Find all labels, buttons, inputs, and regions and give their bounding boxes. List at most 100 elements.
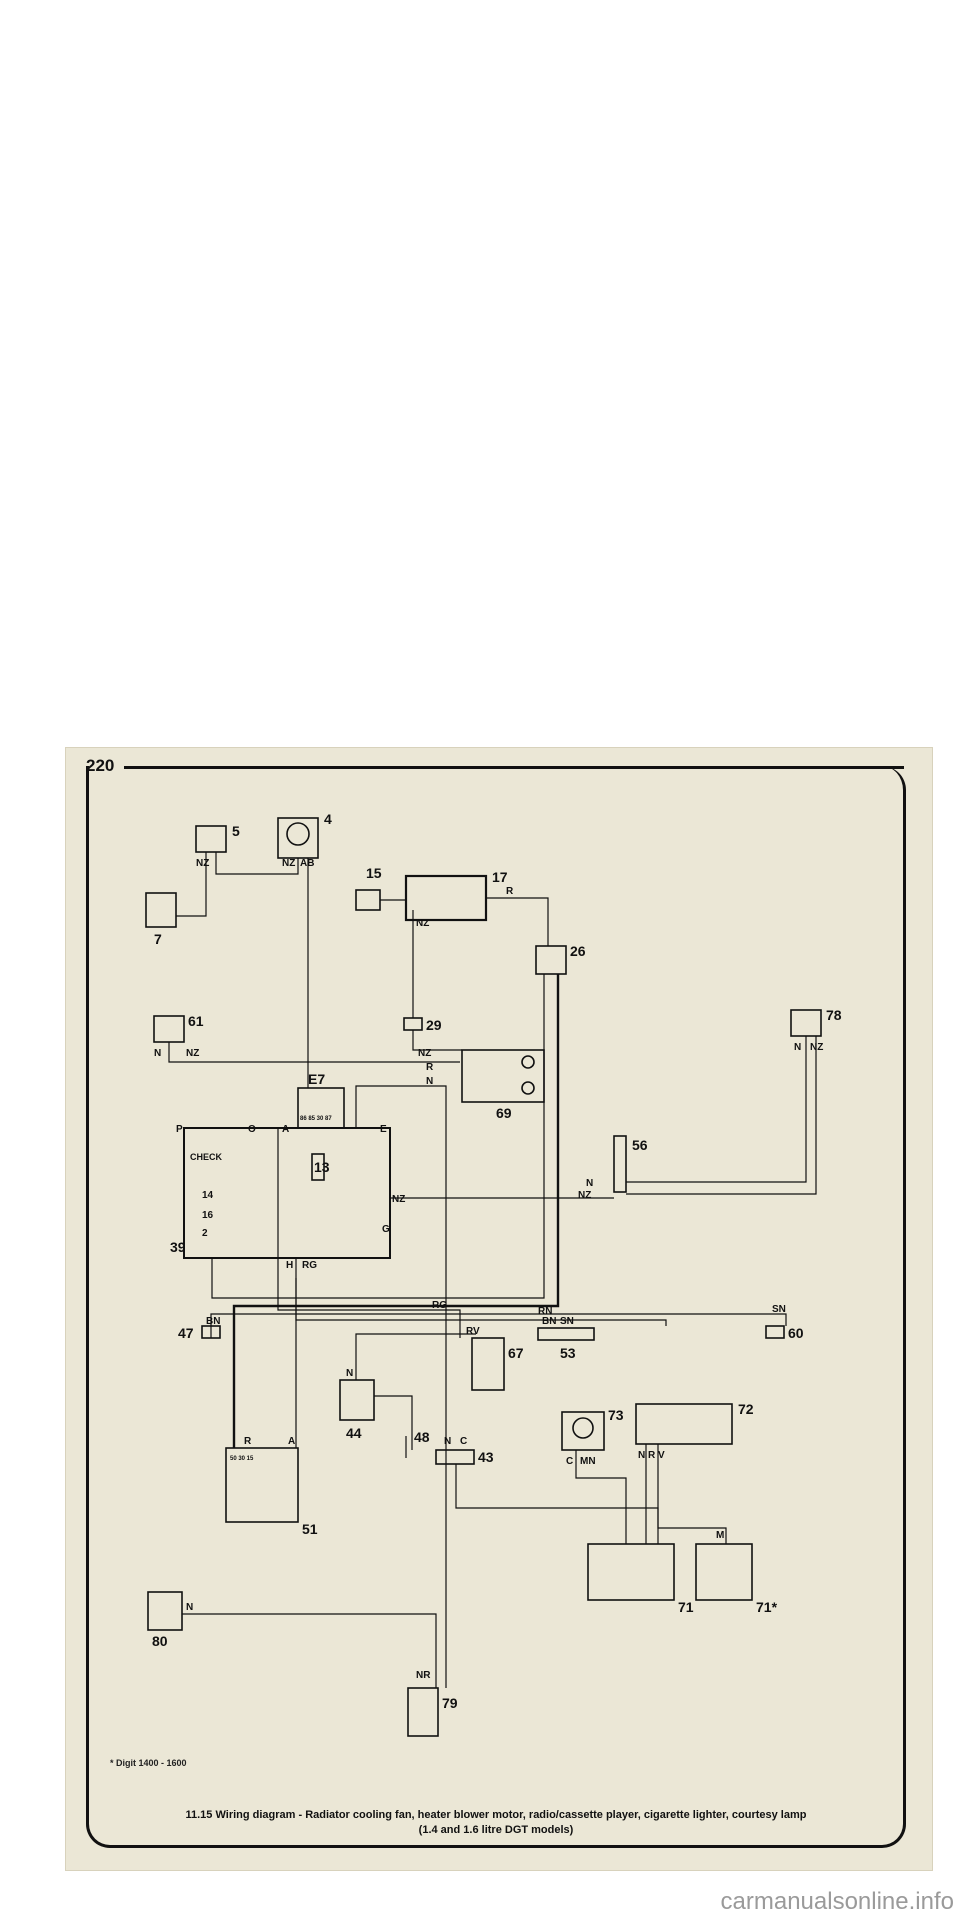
component-label: 44 bbox=[346, 1425, 362, 1441]
caption-line: 11.15 Wiring diagram - Radiator cooling … bbox=[185, 1809, 807, 1821]
wire-label: RN bbox=[538, 1306, 552, 1317]
relay-label: E7 bbox=[308, 1071, 325, 1087]
wire-label: BN bbox=[206, 1316, 220, 1327]
component-label: 5 bbox=[232, 823, 240, 839]
fuse-label: 14 bbox=[202, 1190, 214, 1201]
component-44-box bbox=[339, 1379, 375, 1421]
watermark: carmanualsonline.info bbox=[720, 1888, 954, 1915]
wire-label: M bbox=[716, 1530, 724, 1541]
component-label: 71 bbox=[678, 1599, 694, 1615]
component-69-lamp-icon bbox=[521, 1055, 535, 1069]
component-80-box bbox=[147, 1591, 183, 1631]
component-51-box bbox=[225, 1447, 299, 1523]
wire-label: N bbox=[346, 1368, 353, 1379]
connector-letter: O bbox=[248, 1124, 256, 1135]
component-label: 43 bbox=[478, 1449, 494, 1465]
wire-label: RG bbox=[432, 1300, 447, 1311]
fuse-label: 2 bbox=[202, 1228, 208, 1239]
component-73-motor-icon bbox=[572, 1417, 594, 1439]
wire-label: BN bbox=[542, 1316, 556, 1327]
component-78-box bbox=[790, 1009, 822, 1037]
component-label: 4 bbox=[324, 811, 332, 827]
header-rule bbox=[124, 766, 904, 769]
wiring-diagram: 5 4 7 13 15 17 26 29 39 43 44 47 48 51 5… bbox=[145, 811, 842, 1737]
component-label: 17 bbox=[492, 869, 508, 885]
wire-label: NZ bbox=[416, 918, 429, 929]
component-73-box bbox=[561, 1411, 605, 1451]
caption-line: (1.4 and 1.6 litre DGT models) bbox=[418, 1824, 574, 1836]
wire-label: AB bbox=[300, 858, 314, 869]
wire-label: SN bbox=[560, 1316, 574, 1327]
component-15-box bbox=[355, 889, 381, 911]
component-label: 60 bbox=[788, 1325, 804, 1341]
connector-letter: H bbox=[286, 1260, 293, 1271]
component-label: 48 bbox=[414, 1429, 430, 1445]
component-label: 53 bbox=[560, 1345, 576, 1361]
footnote-text: Digit 1400 - 1600 bbox=[116, 1758, 187, 1768]
component-label: 39 bbox=[170, 1239, 186, 1255]
relay-fuse-labels: E7 86 85 30 87 50 30 15 14 16 2 P O A E … bbox=[176, 1071, 390, 1462]
fuse-label: 16 bbox=[202, 1210, 214, 1221]
component-17-box bbox=[404, 874, 488, 922]
wire-label: N bbox=[426, 1076, 433, 1087]
component-label: 51 bbox=[302, 1521, 318, 1537]
wire-label: NZ bbox=[578, 1190, 591, 1201]
component-56-box bbox=[613, 1135, 627, 1193]
wire-label: C bbox=[566, 1456, 573, 1467]
component-69-lamp-icon bbox=[521, 1081, 535, 1095]
wire-label: V bbox=[658, 1450, 665, 1461]
wire-label: NZ bbox=[282, 858, 295, 869]
diagram-frame bbox=[86, 766, 906, 1848]
component-26-box bbox=[535, 945, 567, 975]
wire-label: N bbox=[154, 1048, 161, 1059]
component-label: 69 bbox=[496, 1105, 512, 1121]
component-label: 72 bbox=[738, 1401, 754, 1417]
component-labels: 5 4 7 13 15 17 26 29 39 43 44 47 48 51 5… bbox=[152, 811, 842, 1711]
wire-harness bbox=[168, 852, 817, 1688]
component-label: 56 bbox=[632, 1137, 648, 1153]
component-label: 73 bbox=[608, 1407, 624, 1423]
component-60-box bbox=[765, 1325, 785, 1339]
component-39-box bbox=[183, 1127, 391, 1259]
component-label: 47 bbox=[178, 1325, 194, 1341]
wire-label: R bbox=[506, 886, 514, 897]
scanned-manual-page: 220 bbox=[66, 748, 932, 1870]
component-label: 29 bbox=[426, 1017, 442, 1033]
wire-label: SN bbox=[772, 1304, 786, 1315]
component-61-box bbox=[153, 1015, 185, 1043]
wire-label: RV bbox=[466, 1326, 480, 1337]
wire-label: N bbox=[638, 1450, 645, 1461]
wire-label: R bbox=[426, 1062, 434, 1073]
component-4-motor-icon bbox=[286, 822, 310, 846]
wire-label: R bbox=[244, 1436, 252, 1447]
component-4-box bbox=[277, 817, 319, 859]
relay-pin-label: 50 30 15 bbox=[230, 1456, 254, 1462]
connector-letter: A bbox=[282, 1124, 289, 1135]
component-label: 13 bbox=[314, 1159, 330, 1175]
component-79-box bbox=[407, 1687, 439, 1737]
wire-label: R bbox=[648, 1450, 656, 1461]
component-67-box bbox=[471, 1337, 505, 1391]
check-label: CHECK bbox=[190, 1152, 223, 1162]
wire-label: N bbox=[186, 1602, 193, 1613]
wire-label: NZ bbox=[418, 1048, 431, 1059]
wire-label: NZ bbox=[196, 858, 209, 869]
wire-label: NR bbox=[416, 1670, 431, 1681]
component-label: 7 bbox=[154, 931, 162, 947]
component-53-box bbox=[537, 1327, 595, 1341]
wire-label: C bbox=[460, 1436, 467, 1447]
wire-color-labels: NZ NZ AB NZ R N NZ N NZ NZ R N NZ N NZ R… bbox=[154, 858, 823, 1681]
wire-label: N bbox=[586, 1178, 593, 1189]
component-71-box bbox=[587, 1543, 675, 1601]
component-5-box bbox=[195, 825, 227, 853]
component-label: 15 bbox=[366, 865, 382, 881]
fuse-13-box bbox=[311, 1153, 325, 1181]
footnote: * Digit 1400 - 1600 bbox=[110, 1758, 187, 1768]
component-label: 80 bbox=[152, 1633, 168, 1649]
component-7-box bbox=[145, 892, 177, 928]
wire-label: NZ bbox=[186, 1048, 199, 1059]
component-29-box bbox=[403, 1017, 423, 1031]
connector-letter: P bbox=[176, 1124, 183, 1135]
component-71-star-box bbox=[695, 1543, 753, 1601]
wire-label: NZ bbox=[810, 1042, 823, 1053]
